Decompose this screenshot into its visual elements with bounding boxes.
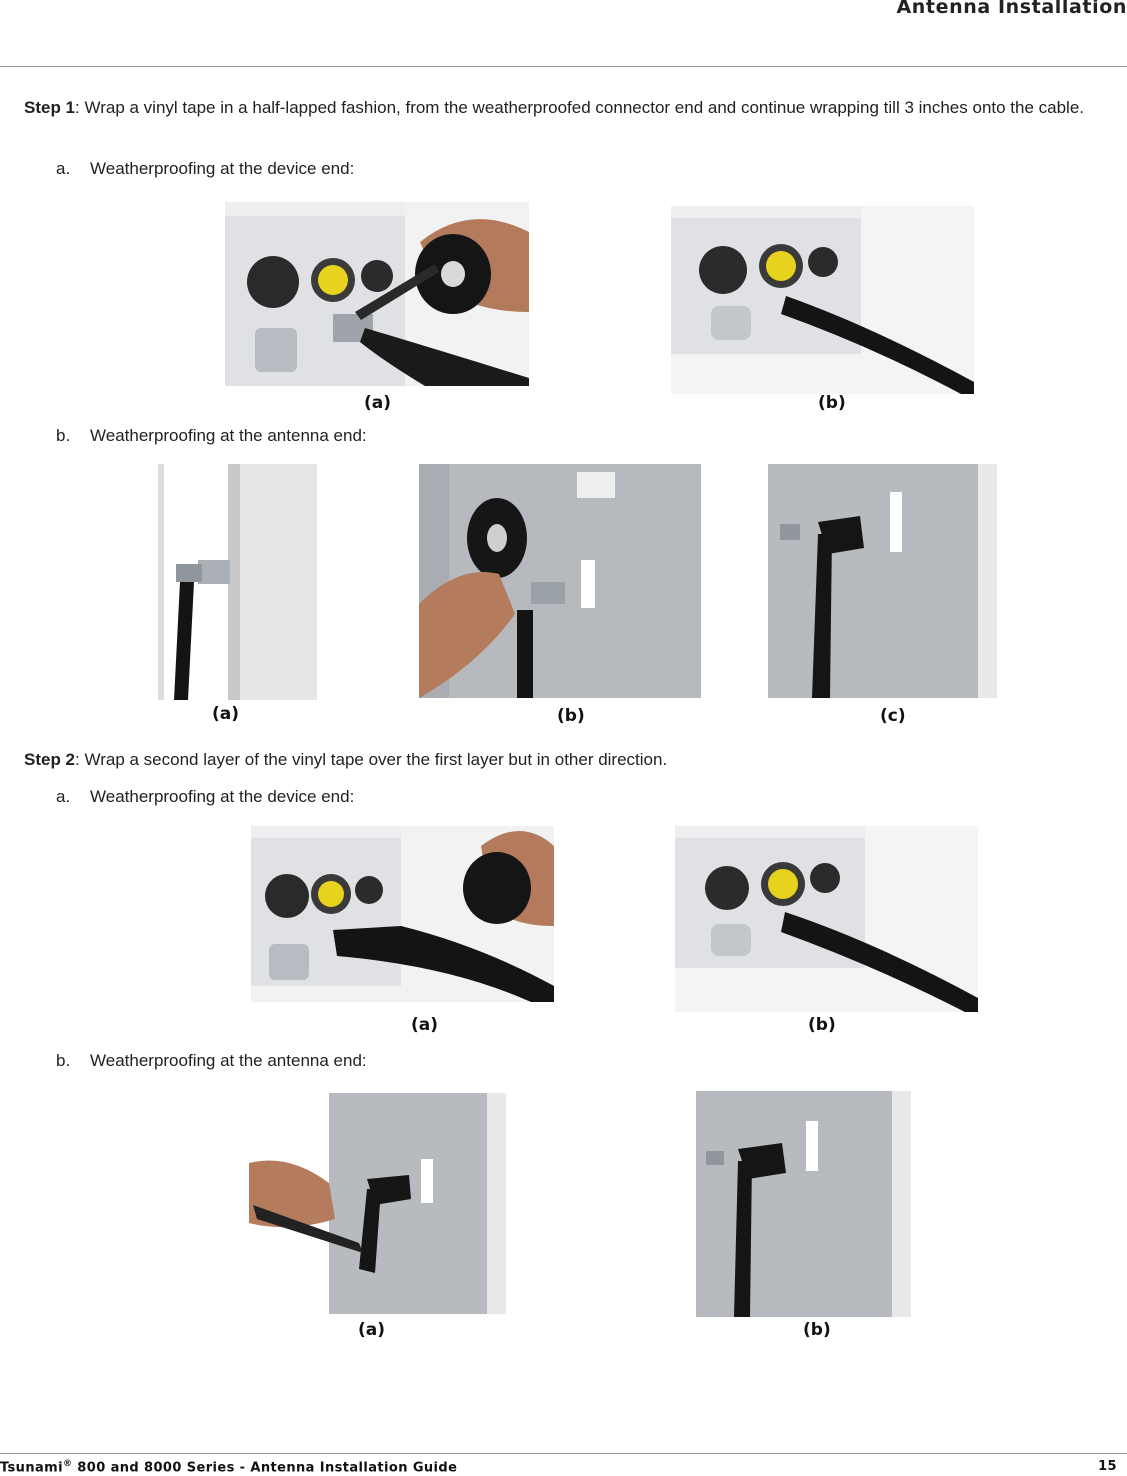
caption-b: (b) [803,1320,831,1340]
footer-rule [0,1453,1127,1454]
item-text: Weatherproofing at the device end: [90,159,355,178]
item-marker: a. [56,159,71,178]
item-marker: b. [56,1051,71,1070]
item-marker: a. [56,787,71,806]
header-rule [0,66,1127,67]
item-text: Weatherproofing at the device end: [90,787,355,806]
photo-antenna-end-second-taping [249,1093,506,1314]
footer-title: 800 and 8000 Series - Antenna Installati… [72,1460,458,1476]
step-2-item-b: b. Weatherproofing at the antenna end: [56,1051,367,1071]
photo-device-end-taping [225,202,529,386]
caption-c: (c) [880,706,906,726]
step-1-paragraph: Step 1: Wrap a vinyl tape in a half-lapp… [24,96,1104,120]
step-1-item-b: b. Weatherproofing at the antenna end: [56,426,367,446]
photo-antenna-end-taping [419,464,701,698]
step-2-paragraph: Step 2: Wrap a second layer of the vinyl… [24,748,1104,772]
caption-b: (b) [818,393,846,413]
page-header-title: Antenna Installation [896,0,1127,18]
step-2-text: : Wrap a second layer of the vinyl tape … [75,750,668,769]
page-footer: Tsunami® 800 and 8000 Series - Antenna I… [0,1459,1127,1475]
caption-a: (a) [364,393,392,413]
footer-reg-mark: ® [62,1459,73,1469]
photo-antenna-end-wrapped [768,464,997,698]
caption-a: (a) [358,1320,386,1340]
page-number: 15 [1098,1459,1117,1474]
footer-brand: Tsunami [0,1460,63,1476]
caption-b: (b) [557,706,585,726]
step-1-label: Step 1 [24,98,76,117]
photo-antenna-end-second-wrapped [696,1091,911,1317]
step-2-item-a: a. Weatherproofing at the device end: [56,787,354,807]
item-marker: b. [56,426,71,445]
step-1-text: : Wrap a vinyl tape in a half-lapped fas… [75,98,1085,117]
photo-device-end-wrapped [671,206,974,394]
step-1-item-a: a. Weatherproofing at the device end: [56,159,354,179]
photo-antenna-end-side [158,464,317,700]
caption-a: (a) [411,1015,439,1035]
caption-b: (b) [808,1015,836,1035]
step-2-label: Step 2 [24,750,76,769]
photo-device-end-second-wrapped [675,826,978,1012]
caption-a: (a) [212,704,240,724]
item-text: Weatherproofing at the antenna end: [90,426,367,445]
item-text: Weatherproofing at the antenna end: [90,1051,367,1070]
photo-device-end-second-layer [251,826,554,1002]
